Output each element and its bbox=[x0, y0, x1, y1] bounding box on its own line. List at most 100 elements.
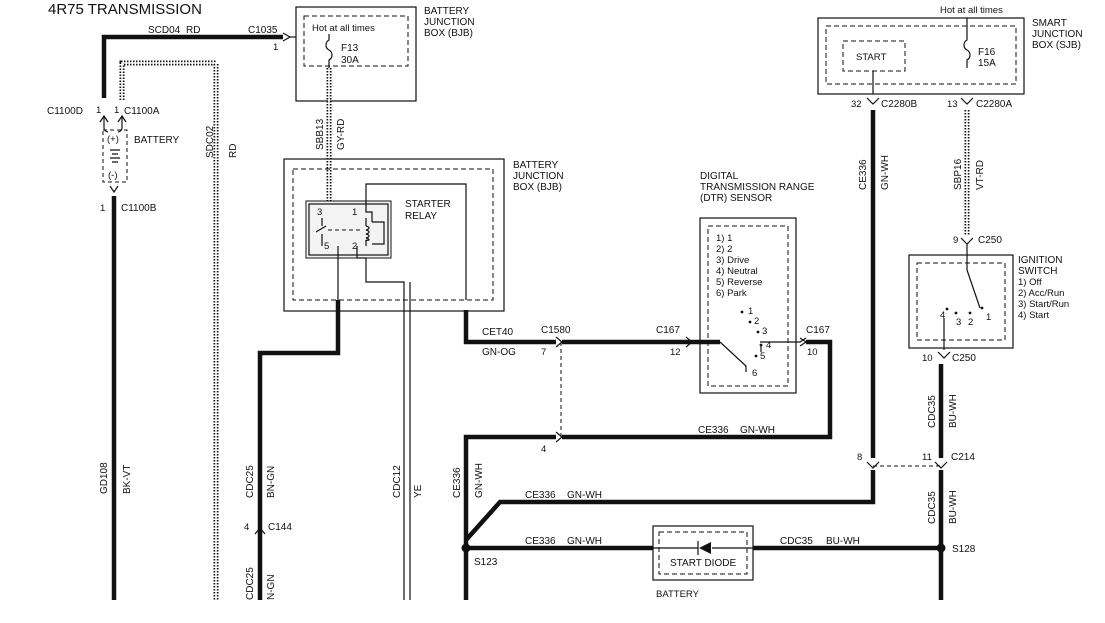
bjb-top-name-2: JUNCTION bbox=[424, 17, 475, 28]
c1100b-label: C1100B bbox=[121, 203, 157, 214]
ignition-contact-3: 3 bbox=[956, 317, 961, 328]
wire-ce336-dtr-out bbox=[562, 339, 833, 440]
wire-cdc25-color: BN-GN bbox=[266, 466, 277, 498]
relay-switch-icon bbox=[315, 218, 327, 246]
diagram-title: 4R75 TRANSMISSION bbox=[48, 1, 202, 18]
dtr-position-4: 4) Neutral bbox=[716, 266, 758, 277]
wire-cdc35-a-label: CDC35 bbox=[927, 395, 938, 428]
c250a-arrow bbox=[960, 237, 974, 245]
relay-pin-5: 5 bbox=[324, 241, 329, 252]
c2280b-label: C2280B bbox=[881, 99, 917, 110]
c1580-pin-7: 7 bbox=[541, 347, 546, 358]
wire-cet40 bbox=[463, 310, 556, 345]
c250a-pin: 9 bbox=[953, 235, 958, 246]
ignition-contact-2: 2 bbox=[968, 317, 973, 328]
dtr-contact-1: 1 bbox=[748, 306, 753, 317]
s128-label: S128 bbox=[952, 544, 976, 555]
wire-cdc25-label: CDC25 bbox=[245, 465, 256, 498]
ignition-position-4: 4) Start bbox=[1018, 310, 1050, 321]
bjb-fuse-box: Hot at all times F13 30A bbox=[295, 6, 417, 102]
wire-ce336-v-color: GN-WH bbox=[880, 155, 891, 190]
c250b-arrow bbox=[937, 351, 951, 359]
relay-pin-1: 1 bbox=[352, 207, 357, 218]
starter-relay-label-1: STARTER bbox=[405, 199, 451, 210]
wire-ce336-h2-color: GN-WH bbox=[567, 490, 602, 501]
battery-label: BATTERY bbox=[134, 135, 180, 146]
bjb-relay-name-2: JUNCTION bbox=[513, 171, 564, 182]
dtr-name-1: DIGITAL bbox=[700, 171, 739, 182]
wire-cdc12 bbox=[356, 246, 405, 600]
c214-arrow-11 bbox=[934, 461, 948, 469]
fuse-f13-icon bbox=[325, 34, 333, 68]
c144-pin: 4 bbox=[244, 522, 249, 533]
start-diode-box-label: BATTERY bbox=[656, 589, 700, 600]
wire-cdc25-low-label: CDC25 bbox=[245, 567, 256, 600]
wire-cdc35-h-label: CDC35 bbox=[780, 536, 813, 547]
dtr-position-6: 6) Park bbox=[716, 288, 747, 299]
bjb-top-name-1: BATTERY bbox=[424, 6, 470, 17]
wire-ce336-h2-label: CE336 bbox=[525, 490, 556, 501]
bjb-relay-name-3: BOX (BJB) bbox=[513, 182, 562, 193]
ignition-position-3: 3) Start/Run bbox=[1018, 299, 1069, 310]
relay-pin-3: 3 bbox=[317, 207, 322, 218]
c144-arrow bbox=[254, 527, 266, 535]
dtr-name-2: TRANSMISSION RANGE bbox=[700, 182, 815, 193]
wire-cdc35-b-label: CDC35 bbox=[927, 491, 938, 524]
wire-ce336-h2 bbox=[464, 470, 876, 542]
wire-gd108-label: GD108 bbox=[99, 462, 110, 494]
dtr-contact-6: 6 bbox=[752, 368, 757, 379]
wire-ce336-h1-label: CE336 bbox=[698, 425, 729, 436]
c250a-label: C250 bbox=[978, 235, 1002, 246]
c167a-pin: 12 bbox=[670, 347, 681, 358]
dtr-name-3: (DTR) SENSOR bbox=[700, 193, 772, 204]
c1035-arrow bbox=[282, 32, 292, 42]
c167b-label: C167 bbox=[806, 325, 830, 336]
battery-plus: (+) bbox=[107, 134, 119, 145]
wire-sdc02-label: SDC02 bbox=[205, 125, 216, 158]
ignition-name-2: SWITCH bbox=[1018, 266, 1057, 277]
wire-sbp16-color: VT-RD bbox=[975, 160, 986, 190]
smart-junction-box: START F16 15A bbox=[817, 17, 1025, 95]
fuse-f16-label: F16 bbox=[978, 47, 996, 58]
ignition-contact-4: 4 bbox=[940, 310, 945, 321]
c2280a-arrow bbox=[960, 97, 974, 105]
ignition-contact-1: 1 bbox=[986, 312, 991, 323]
bjb-hot-label: Hot at all times bbox=[312, 23, 375, 34]
wire-ce336-down bbox=[463, 434, 556, 548]
relay-pin-2: 2 bbox=[352, 241, 357, 252]
wire-cet40-color: GN-OG bbox=[482, 347, 516, 358]
wire-scd04-label: SCD04 bbox=[148, 25, 181, 36]
c1100d-pin: 1 bbox=[96, 105, 101, 116]
wire-ce336-v-label: CE336 bbox=[858, 159, 869, 190]
c214-pin-11: 11 bbox=[922, 452, 932, 463]
dtr-position-3: 3) Drive bbox=[716, 255, 749, 266]
sjb-name-1: SMART bbox=[1032, 18, 1067, 29]
wire-ce336-h3-color: GN-WH bbox=[567, 536, 602, 547]
c144-label: C144 bbox=[268, 522, 292, 533]
wire-ce336-h3-label: CE336 bbox=[525, 536, 556, 547]
wire-cdc25-low-color: N-GN bbox=[266, 574, 277, 600]
start-diode-label: START DIODE bbox=[670, 558, 736, 569]
dtr-contact-2: 2 bbox=[754, 316, 759, 327]
sjb-start-label: START bbox=[856, 52, 886, 63]
c1100b-pin: 1 bbox=[100, 203, 105, 214]
c2280a-pin: 13 bbox=[947, 99, 958, 110]
fuse-f16-icon bbox=[963, 18, 971, 68]
c1580-arrow-2 bbox=[555, 431, 563, 443]
wire-sbb13-label: SBB13 bbox=[315, 118, 326, 150]
wire-cdc35-h-color: BU-WH bbox=[826, 536, 860, 547]
wire-cdc12-label: CDC12 bbox=[392, 465, 403, 498]
wire-cdc25 bbox=[257, 300, 341, 600]
dtr-position-1: 1) 1 bbox=[716, 233, 732, 244]
c1580-label: C1580 bbox=[541, 325, 571, 336]
c214-pin-8: 8 bbox=[857, 452, 862, 463]
wire-ce336-v2-color: GN-WH bbox=[474, 463, 485, 498]
fuse-f16-amps: 15A bbox=[978, 58, 996, 69]
c1100a-label: C1100A bbox=[124, 106, 160, 117]
fuse-f13-label: F13 bbox=[341, 43, 359, 54]
c1100a-pin: 1 bbox=[114, 105, 119, 116]
c1100b-arrow bbox=[109, 185, 119, 194]
dtr-contact-3: 3 bbox=[762, 326, 767, 337]
start-diode: START DIODE bbox=[652, 525, 754, 581]
